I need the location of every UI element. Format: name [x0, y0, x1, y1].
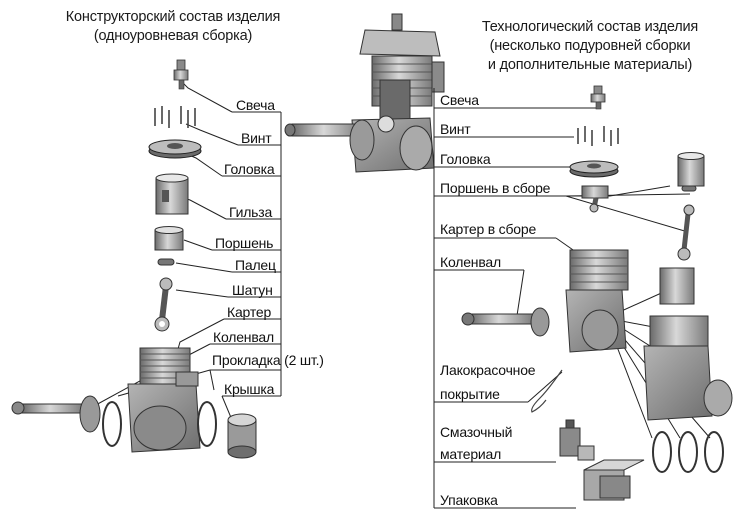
left-cover-part [227, 413, 257, 459]
left-label-conrod: Шатун [232, 282, 273, 298]
left-crankcase-part [127, 347, 201, 453]
right-label-packaging: Упаковка [440, 492, 498, 508]
right-heading: Технологический состав изделия (нескольк… [440, 18, 740, 75]
right-screws-part [577, 126, 619, 146]
right-label-screw: Винт [440, 121, 471, 137]
left-liner-part [155, 173, 189, 215]
left-label-crankshaft: Коленвал [213, 329, 274, 345]
right-paint-part [531, 369, 563, 413]
left-label-screw: Винт [241, 130, 272, 146]
left-label-spark-plug: Свеча [236, 97, 275, 113]
left-heading-line2: (одноуровневая сборка) [93, 28, 253, 44]
left-heading-line1: Конструкторский состав изделия [65, 9, 281, 25]
left-spark-plug-part [173, 59, 189, 90]
left-pin-part [157, 258, 175, 266]
left-head-part [148, 139, 202, 159]
right-piston-assembly-part [581, 152, 705, 261]
right-spark-plug-part [590, 85, 606, 110]
left-label-gasket: Прокладка (2 шт.) [212, 352, 324, 368]
left-label-crankcase: Картер [227, 304, 272, 320]
right-label-crankcase-assembly: Картер в сборе [440, 221, 537, 237]
right-head-part [569, 160, 619, 178]
left-label-pin: Палец [235, 257, 276, 273]
left-conrod-part [154, 277, 173, 332]
left-label-piston: Поршень [215, 235, 274, 251]
right-heading-line1: Технологический состав изделия [481, 19, 699, 35]
right-label-lubricant-line2: материал [440, 446, 502, 462]
right-lubricant-part [559, 419, 595, 461]
right-heading-line2: (несколько подуровней сборки [489, 38, 691, 54]
right-crankcase-assembly-part [461, 249, 733, 421]
left-piston-part [154, 226, 184, 251]
left-label-head: Головка [224, 161, 275, 177]
right-label-spark-plug: Свеча [440, 92, 479, 108]
center-engine-cutaway [284, 13, 445, 173]
right-heading-line3: и дополнительные материалы) [487, 57, 693, 73]
right-label-head: Головка [440, 151, 491, 167]
left-screws-part [154, 106, 196, 128]
left-label-cover: Крышка [224, 381, 275, 397]
left-gaskets-part [102, 401, 217, 447]
right-packaging-part [583, 459, 645, 501]
right-label-piston-assembly: Поршень в сборе [440, 180, 551, 196]
right-label-paint-line1: Лакокрасочное [440, 362, 536, 378]
right-label-paint-line2: покрытие [440, 386, 500, 402]
right-label-crankshaft: Коленвал [440, 254, 501, 270]
left-crankshaft-part [11, 395, 101, 433]
left-label-liner: Гильза [229, 204, 273, 220]
right-gaskets-part [652, 431, 724, 473]
right-label-lubricant-line1: Смазочный [440, 424, 513, 440]
left-heading: Конструкторский состав изделия (одноуров… [28, 8, 318, 46]
